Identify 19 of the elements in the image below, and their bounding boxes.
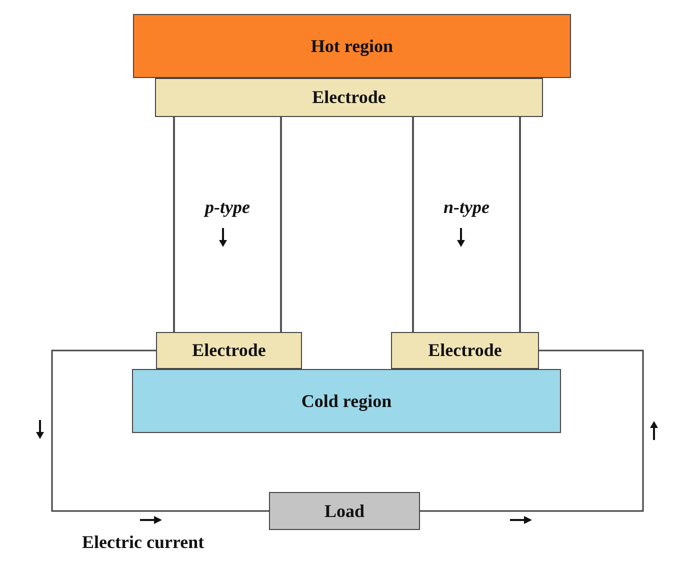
block-label: Electrode bbox=[312, 87, 386, 108]
n-type-semiconductor-leg bbox=[412, 117, 521, 332]
block-label: Electrode bbox=[428, 340, 502, 361]
block-label: Hot region bbox=[310, 36, 394, 56]
electrode-plate bbox=[155, 78, 543, 117]
leg-label: n-type bbox=[444, 197, 490, 218]
heat-sink-block bbox=[132, 369, 561, 433]
block-label: Electrode bbox=[192, 340, 266, 361]
electrode-plate bbox=[391, 332, 539, 369]
load-box bbox=[269, 492, 420, 530]
leg-label: p-type bbox=[205, 197, 250, 218]
wire bbox=[51, 350, 269, 512]
block-label: Load bbox=[324, 500, 365, 522]
wire bbox=[420, 350, 644, 512]
p-type-semiconductor-leg bbox=[173, 117, 282, 332]
block-label: Cold region bbox=[301, 390, 392, 412]
electrode-plate bbox=[156, 332, 302, 369]
current-caption: Electric current bbox=[82, 532, 204, 553]
heat-source-block bbox=[133, 14, 571, 78]
